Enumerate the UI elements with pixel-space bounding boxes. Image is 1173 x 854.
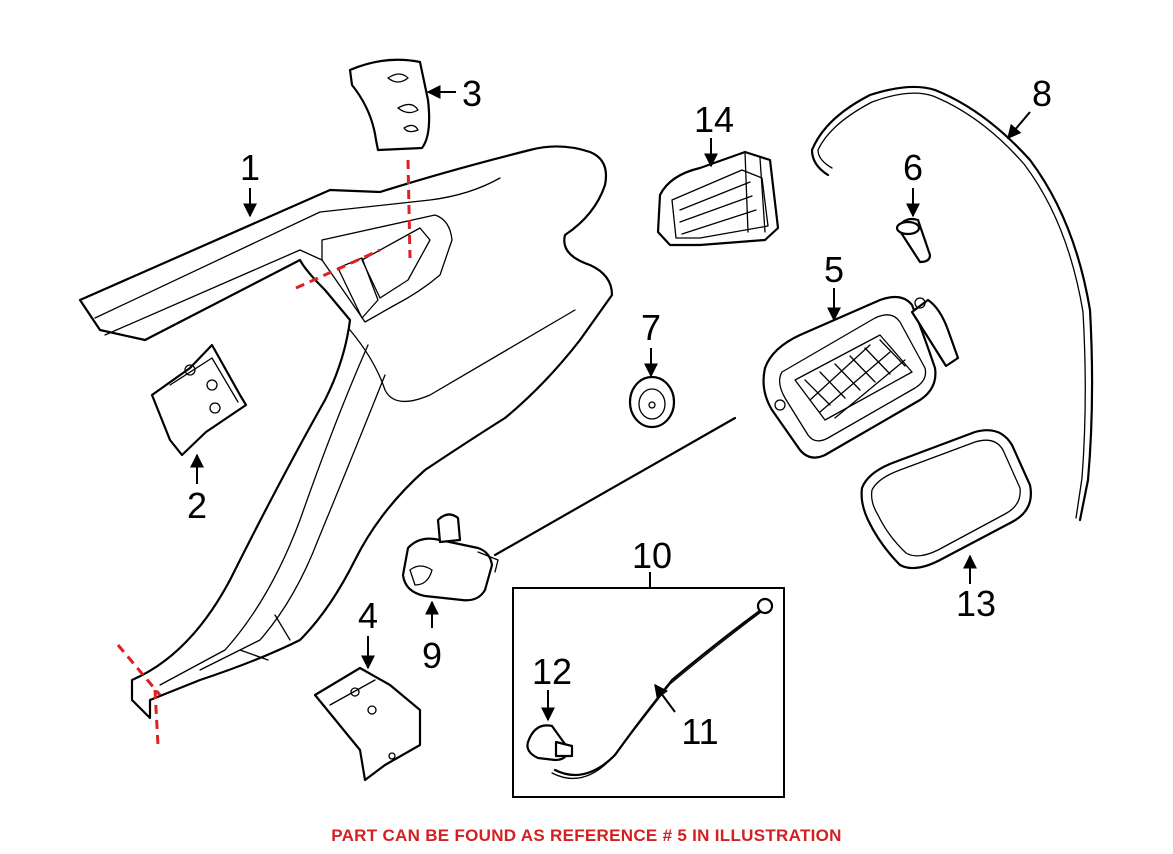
fuel-door-part-13 — [860, 429, 1032, 570]
quarter-panel-part-1 — [78, 145, 614, 720]
callout-7: 7 — [641, 307, 661, 348]
callout-14: 14 — [694, 99, 734, 140]
bracket-part-3 — [348, 58, 431, 152]
callout-13: 13 — [956, 583, 996, 624]
callout-12: 12 — [532, 651, 572, 692]
tether-part-11 — [551, 597, 774, 780]
kit-box-part-10 — [512, 587, 785, 798]
drain-hose-part-8 — [810, 85, 1094, 522]
fuel-filler-housing-part-5 — [762, 295, 960, 459]
callout-3: 3 — [462, 73, 482, 114]
callout-8: 8 — [1032, 73, 1052, 114]
bracket-part-4 — [313, 666, 422, 782]
callout-6: 6 — [903, 147, 923, 188]
callout-11: 11 — [681, 711, 718, 752]
callout-4: 4 — [358, 595, 378, 636]
reference-caption: PART CAN BE FOUND AS REFERENCE # 5 IN IL… — [331, 826, 842, 845]
callout-labels: 1 2 3 4 5 6 7 8 9 10 11 12 13 14 — [187, 73, 1052, 752]
callout-5: 5 — [824, 249, 844, 290]
bracket-part-2 — [150, 343, 248, 457]
callout-2: 2 — [187, 485, 207, 526]
vent-part-14 — [656, 150, 780, 247]
plug-part-6 — [895, 217, 932, 264]
clip-part-12 — [526, 724, 574, 762]
callout-9: 9 — [422, 635, 442, 676]
actuator-part-9 — [401, 416, 737, 602]
callout-arrows — [190, 85, 1031, 722]
grommet-part-7 — [628, 375, 676, 429]
cut-lines — [116, 159, 412, 746]
callout-1: 1 — [240, 147, 260, 188]
callout-10: 10 — [632, 535, 672, 576]
